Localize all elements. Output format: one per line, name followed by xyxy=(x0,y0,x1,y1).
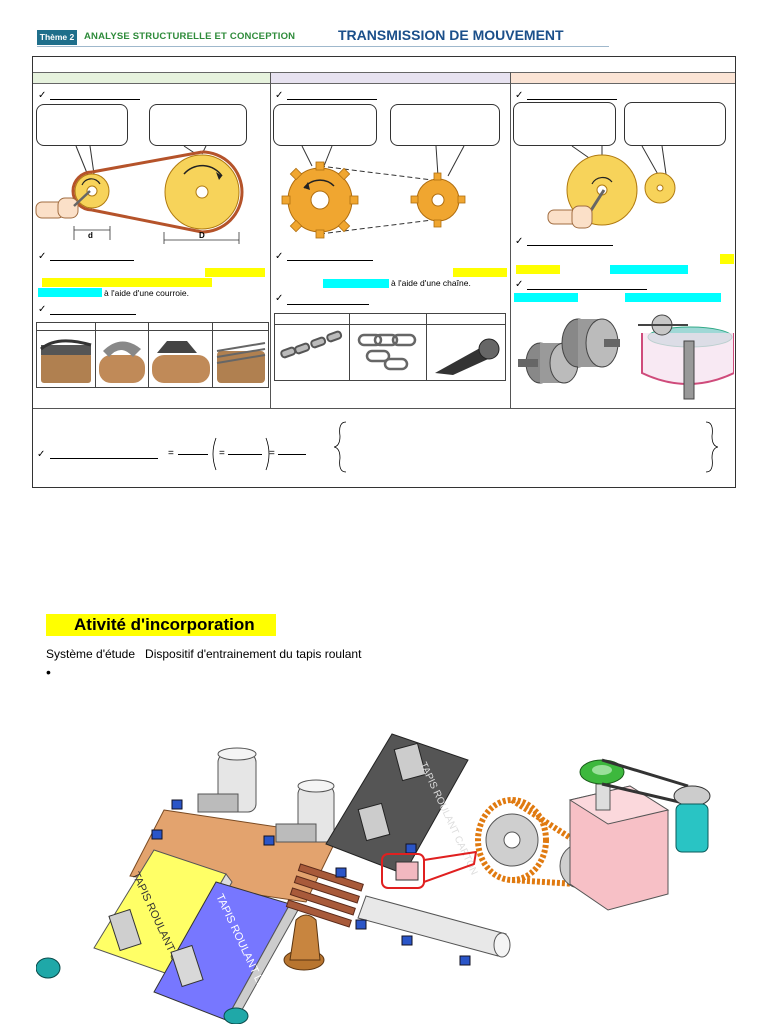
friction-highlight-5 xyxy=(625,293,721,302)
belt-highlight-2 xyxy=(42,278,212,287)
chain-types-images xyxy=(280,330,500,375)
chain-callout-right xyxy=(390,104,500,146)
friction-types-images xyxy=(518,314,734,400)
drive-sprocket xyxy=(281,161,359,239)
chain-title-blank[interactable] xyxy=(287,99,377,100)
chain-callout-left xyxy=(273,104,377,146)
ratio-equals-1: = xyxy=(168,448,174,459)
transmission-table xyxy=(32,56,736,488)
diameter-d-label: d xyxy=(88,231,93,240)
ejector-cylinder xyxy=(357,895,511,958)
bronze-part xyxy=(283,914,325,971)
friction-highlight-1 xyxy=(720,254,734,264)
theme-subtitle: Analyse structurelle et conception xyxy=(84,31,296,42)
friction-types-blank[interactable] xyxy=(527,289,647,290)
belt-drive-top xyxy=(579,758,711,853)
pneumatic-cylinder-2 xyxy=(275,779,335,843)
friction-highlight-2 xyxy=(516,265,560,274)
system-line: Système d'étude Dispositif d'entrainemen… xyxy=(46,647,361,661)
ratio-brackets xyxy=(212,437,270,471)
chain-highlight-2 xyxy=(323,279,389,288)
belt-principle-blank[interactable] xyxy=(50,260,134,261)
friction-highlight-3 xyxy=(610,265,688,274)
friction-drive-figure xyxy=(547,145,676,229)
belt-types-images xyxy=(40,339,266,383)
pneumatic-cylinder-1 xyxy=(197,747,257,813)
teal-motors xyxy=(36,957,249,1024)
belt xyxy=(91,150,203,234)
chain-highlight-1 xyxy=(453,268,507,277)
belt-title-blank[interactable] xyxy=(50,99,140,100)
plateau-friction-drive xyxy=(638,314,734,400)
belt-highlight-3 xyxy=(38,288,102,297)
chain-types-table xyxy=(274,313,506,381)
chain-types-sep-2 xyxy=(426,313,427,381)
page-title: TRANSMISSION DE MOUVEMENT xyxy=(338,27,564,43)
ratio-check: ✓ xyxy=(37,449,46,460)
ratio-equals-3: = xyxy=(269,448,275,459)
theme-badge: Thème 2 xyxy=(37,30,77,45)
belt-drive-figure: d D xyxy=(35,145,244,244)
belt-text: à l'aide d'une courroie. xyxy=(104,288,189,298)
diameter-D-label: D xyxy=(199,231,205,240)
ratio-equals-2: = xyxy=(219,448,225,459)
belt-callout-right xyxy=(149,104,247,146)
chain-text: à l'aide d'une chaîne. xyxy=(391,278,471,288)
column-divider-1 xyxy=(270,72,271,408)
friction-callout-right xyxy=(624,102,726,146)
belt-principle-check: ✓ xyxy=(38,251,47,262)
wooden-slats xyxy=(285,863,364,928)
chain-title-check: ✓ xyxy=(275,90,284,101)
friction-principle-blank[interactable] xyxy=(527,245,613,246)
belt-title-check: ✓ xyxy=(38,90,47,101)
table-row-divider xyxy=(33,408,735,409)
chain-types-check: ✓ xyxy=(275,293,284,304)
belt-types-header-line xyxy=(36,330,269,331)
belt-types-sep-3 xyxy=(212,322,213,388)
friction-title-blank[interactable] xyxy=(527,99,617,100)
belt-types-sep-1 xyxy=(95,322,96,388)
belt-types-table xyxy=(36,322,269,388)
cylindrical-friction-wheels xyxy=(518,318,620,384)
belt-types-blank[interactable] xyxy=(50,314,136,315)
friction-callout-left xyxy=(513,102,616,146)
driven-sprocket xyxy=(410,172,466,228)
chain-types-sep-1 xyxy=(349,313,350,381)
chain-principle-check: ✓ xyxy=(275,251,284,262)
column-divider-2 xyxy=(510,72,511,408)
conveyor-assembly-figure: TAPIS ROULANT SAVON TAPIS ROULANT LESSIV… xyxy=(36,733,711,1024)
chain-column-header xyxy=(270,72,510,84)
friction-types-check: ✓ xyxy=(515,279,524,290)
friction-column-header xyxy=(510,72,735,84)
chain-principle-blank[interactable] xyxy=(287,260,373,261)
gearbox xyxy=(568,783,670,911)
belt-types-sep-2 xyxy=(148,322,149,388)
friction-highlight-4 xyxy=(514,293,578,302)
activity-title: Ativité d'incorporation xyxy=(46,614,276,636)
ratio-name-blank[interactable] xyxy=(50,458,158,459)
system-value: Dispositif d'entrainement du tapis roula… xyxy=(145,647,362,661)
chain-drive-figure xyxy=(281,145,466,239)
header-rule xyxy=(37,46,609,47)
chain-types-blank[interactable] xyxy=(287,304,369,305)
ratio-fraction-1[interactable] xyxy=(178,454,208,455)
chain-types-header-line xyxy=(274,324,506,325)
ratio-fraction-2[interactable] xyxy=(228,454,262,455)
belt-highlight-1 xyxy=(205,268,265,277)
system-label: Système d'étude xyxy=(46,647,136,661)
ratio-fraction-3[interactable] xyxy=(278,454,306,455)
activity-bullet: • xyxy=(46,664,51,680)
ratio-conditions-brace xyxy=(334,421,718,473)
belt-types-check: ✓ xyxy=(38,304,47,315)
conveyor-savon: TAPIS ROULANT SAVON xyxy=(93,849,233,991)
belt-callout-left xyxy=(36,104,128,146)
belt-column-header xyxy=(33,72,270,84)
conveyor-lessive: TAPIS ROULANT LESSIVE xyxy=(153,881,299,1024)
friction-principle-check: ✓ xyxy=(515,236,524,247)
friction-title-check: ✓ xyxy=(515,90,524,101)
